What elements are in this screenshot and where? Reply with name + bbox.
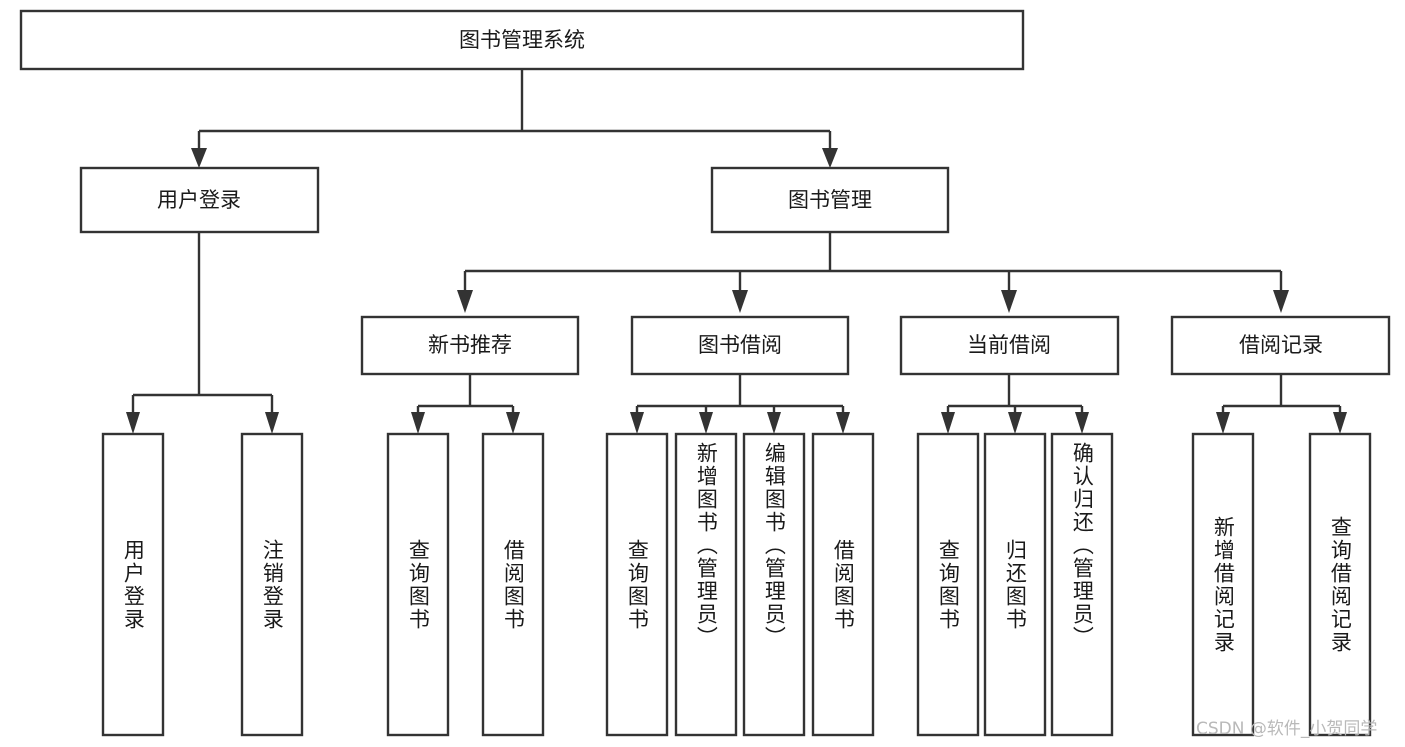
node-leaf-query-book-3-label: 查询图书 (936, 538, 961, 631)
node-user-login-label: 用户登录 (157, 188, 241, 212)
leaf-label-wrap-add-book: 新增图书（管理员） (676, 434, 736, 735)
leaf-label-wrap-confirm-return: 确认归还（管理员） (1052, 434, 1112, 735)
node-leaf-user-login-box[interactable] (101, 432, 165, 737)
node-leaf-query-book-3-box[interactable] (916, 432, 980, 737)
arrow-head-leaf-query-book-2 (630, 412, 644, 434)
arrow-head-current-borrow (1001, 290, 1017, 313)
leaf-label-wrap-logout: 注销登录 (242, 434, 302, 735)
arrow-head-borrow-record (1273, 290, 1289, 313)
node-current-borrow-label: 当前借阅 (967, 333, 1051, 357)
arrow-head-leaf-borrow-book-2 (836, 412, 850, 434)
leaf-label-wrap-borrow-book-1: 借阅图书 (483, 434, 543, 735)
node-leaf-add-record-label: 新增借阅记录 (1211, 515, 1236, 654)
leaf-label-wrap-return-book: 归还图书 (985, 434, 1045, 735)
node-leaf-return-book-box[interactable] (983, 432, 1047, 737)
node-leaf-add-record-box[interactable] (1191, 432, 1255, 737)
node-leaf-return-book-label: 归还图书 (1003, 538, 1028, 631)
node-leaf-add-book-label: 新增图书（管理员） (694, 442, 719, 649)
node-leaf-query-book-1-box[interactable] (386, 432, 450, 737)
node-root-box[interactable] (19, 9, 1025, 71)
node-book-admin-label: 图书管理 (788, 188, 872, 212)
arrow-head-to-book-admin (822, 148, 838, 168)
node-book-borrow-label: 图书借阅 (698, 333, 782, 357)
node-root-label: 图书管理系统 (459, 28, 585, 52)
node-leaf-confirm-return-box[interactable] (1050, 432, 1114, 737)
csdn-watermark: CSDN @软件_小贺同学 (1196, 719, 1378, 739)
node-leaf-edit-book-label: 编辑图书（管理员） (762, 442, 787, 649)
node-new-book-rec-label: 新书推荐 (428, 333, 512, 357)
node-leaf-add-book-box[interactable] (674, 432, 738, 737)
arrow-head-leaf-query-record (1333, 412, 1347, 434)
leaf-label-wrap-borrow-book-2: 借阅图书 (813, 434, 873, 735)
node-leaf-borrow-book-1-label: 借阅图书 (501, 538, 526, 631)
node-new-book-rec-box[interactable] (360, 315, 580, 376)
node-leaf-query-book-2-label: 查询图书 (625, 538, 650, 631)
arrow-head-leaf-borrow-book-1 (506, 412, 520, 434)
arrow-head-leaf-add-book (699, 412, 713, 434)
node-leaf-confirm-return-label: 确认归还（管理员） (1070, 442, 1095, 649)
node-leaf-borrow-book-1-box[interactable] (481, 432, 545, 737)
node-leaf-edit-book-box[interactable] (742, 432, 806, 737)
arrow-head-book-borrow (732, 290, 748, 313)
arrow-head-leaf-return-book (1008, 412, 1022, 434)
node-leaf-user-login-label: 用户登录 (121, 538, 146, 631)
node-leaf-logout-box[interactable] (240, 432, 304, 737)
node-leaf-borrow-book-2-label: 借阅图书 (831, 538, 856, 631)
node-leaf-query-record-label: 查询借阅记录 (1328, 515, 1353, 654)
node-leaf-query-book-2-box[interactable] (605, 432, 669, 737)
arrow-head-new-book-rec (457, 290, 473, 313)
arrow-head-leaf-edit-book (767, 412, 781, 434)
node-borrow-record-label: 借阅记录 (1239, 333, 1323, 357)
leaf-label-wrap-query-book-2: 查询图书 (607, 434, 667, 735)
node-leaf-borrow-book-2-box[interactable] (811, 432, 875, 737)
leaf-label-wrap-query-record: 查询借阅记录 (1310, 434, 1370, 735)
node-book-admin-box[interactable] (710, 166, 950, 234)
node-current-borrow-box[interactable] (899, 315, 1120, 376)
node-leaf-logout-label: 注销登录 (260, 538, 285, 631)
arrow-head-leaf-logout (265, 412, 279, 434)
arrow-head-leaf-add-record (1216, 412, 1230, 434)
node-user-login-box[interactable] (79, 166, 320, 234)
arrow-head-leaf-user-login (126, 412, 140, 434)
leaf-label-wrap-edit-book: 编辑图书（管理员） (744, 434, 804, 735)
arrow-head-to-user-login (191, 148, 207, 168)
leaf-label-wrap-user-login: 用户登录 (103, 434, 163, 735)
node-leaf-query-record-box[interactable] (1308, 432, 1372, 737)
arrow-head-leaf-confirm-return (1075, 412, 1089, 434)
leaf-label-wrap-add-record: 新增借阅记录 (1193, 434, 1253, 735)
node-leaf-query-book-1-label: 查询图书 (406, 538, 431, 631)
arrow-head-leaf-query-book-3 (941, 412, 955, 434)
arrow-head-leaf-query-book-1 (411, 412, 425, 434)
node-book-borrow-box[interactable] (630, 315, 850, 376)
leaf-label-wrap-query-book-1: 查询图书 (388, 434, 448, 735)
leaf-label-wrap-query-book-3: 查询图书 (918, 434, 978, 735)
